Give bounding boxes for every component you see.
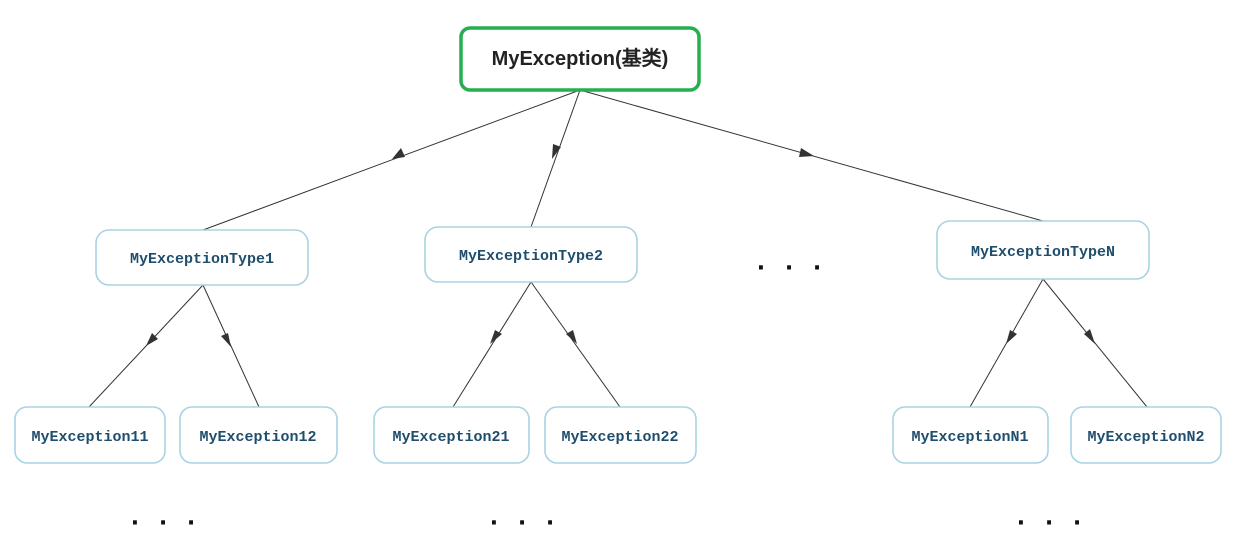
root-node[interactable]: MyException(基类) xyxy=(459,26,701,92)
edge-root-type1 xyxy=(202,89,581,231)
edge-typeN-N2 xyxy=(1042,278,1148,408)
node-22[interactable]: MyException22 xyxy=(544,406,697,464)
node-N1-label: MyExceptionN1 xyxy=(911,429,1028,446)
arrowhead-icon xyxy=(146,333,158,346)
node-N2-label: MyExceptionN2 xyxy=(1087,429,1204,446)
node-type2[interactable]: MyExceptionType2 xyxy=(424,226,638,283)
edge-root-type2 xyxy=(530,89,581,228)
arrowhead-icon xyxy=(799,148,814,157)
node-12-label: MyException12 xyxy=(199,429,316,446)
node-typeN-label: MyExceptionTypeN xyxy=(971,244,1115,261)
node-type1-label: MyExceptionType1 xyxy=(130,251,274,268)
arrowhead-icon xyxy=(552,144,561,159)
node-type1[interactable]: MyExceptionType1 xyxy=(95,229,309,286)
node-N2[interactable]: MyExceptionN2 xyxy=(1070,406,1222,464)
node-21[interactable]: MyException21 xyxy=(373,406,530,464)
root-node-label: MyException(基类) xyxy=(492,47,669,70)
arrowhead-icon xyxy=(490,330,502,344)
ellipsis-branch1: · · · xyxy=(131,511,201,536)
arrowhead-icon xyxy=(1006,330,1017,344)
edge-type2-21 xyxy=(452,281,532,408)
node-21-label: MyException21 xyxy=(392,429,509,446)
node-22-label: MyException22 xyxy=(561,429,678,446)
node-N1[interactable]: MyExceptionN1 xyxy=(892,406,1049,464)
ellipsis-branch2: · · · xyxy=(490,511,560,536)
node-11-label: MyException11 xyxy=(31,429,148,446)
edge-type2-22 xyxy=(530,281,621,408)
ellipsis-level1: · · · xyxy=(757,256,827,281)
arrowhead-icon xyxy=(1084,329,1095,344)
node-type2-label: MyExceptionType2 xyxy=(459,248,603,265)
ellipsis-branchN: · · · xyxy=(1017,511,1087,536)
edge-type1-12 xyxy=(202,284,260,408)
arrowhead-icon xyxy=(566,330,577,344)
node-12[interactable]: MyException12 xyxy=(179,406,338,464)
node-11[interactable]: MyException11 xyxy=(14,406,166,464)
node-typeN[interactable]: MyExceptionTypeN xyxy=(936,220,1150,280)
arrowhead-icon xyxy=(221,333,231,347)
edges xyxy=(88,89,1148,408)
arrowhead-icon xyxy=(392,148,405,159)
